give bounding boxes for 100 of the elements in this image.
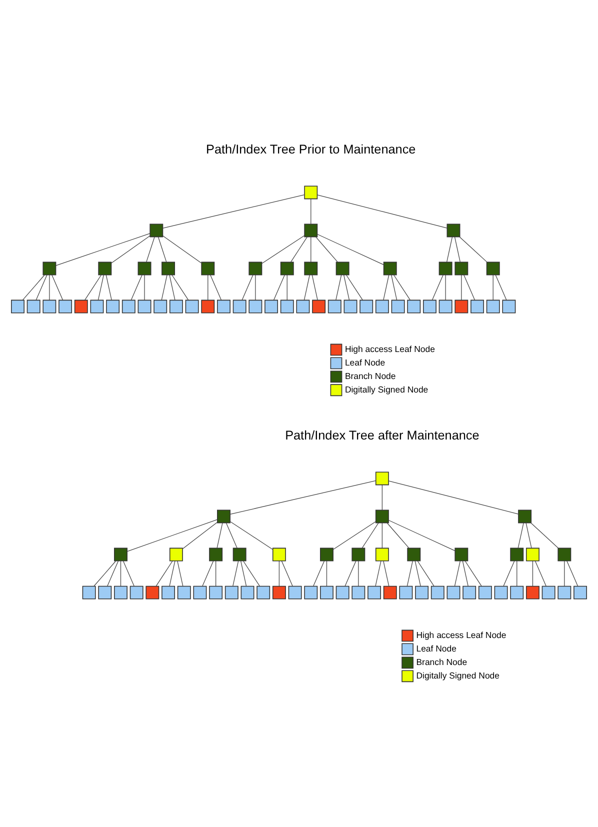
node-box	[232, 548, 246, 562]
connector	[383, 560, 390, 586]
node-box	[391, 300, 405, 314]
node-box	[486, 300, 500, 314]
node-box	[74, 300, 88, 314]
node-box	[462, 586, 476, 600]
node-box	[58, 300, 72, 314]
node-box	[280, 262, 294, 276]
connector	[161, 274, 168, 300]
connector	[49, 274, 50, 300]
legend-label: Leaf Node	[416, 643, 456, 654]
node-box	[106, 300, 120, 314]
connector	[158, 236, 167, 262]
connector	[106, 274, 112, 300]
node-box	[558, 586, 572, 600]
node-box	[193, 586, 207, 600]
node-box	[558, 548, 572, 562]
node-box	[518, 510, 532, 524]
node-box	[423, 300, 436, 314]
node-box	[150, 224, 164, 238]
connector	[454, 560, 460, 586]
connector	[52, 274, 64, 300]
connector	[461, 274, 462, 300]
connector	[281, 560, 293, 586]
legend-label: Branch Node	[344, 370, 396, 381]
connector	[36, 274, 48, 300]
connector	[210, 274, 222, 300]
node-box	[280, 300, 294, 314]
connector	[464, 274, 476, 300]
node-box	[304, 186, 318, 200]
node-box	[162, 586, 176, 600]
connector	[346, 274, 363, 300]
connector	[144, 274, 145, 300]
connector	[107, 560, 119, 586]
connector	[177, 560, 184, 586]
connector	[98, 274, 104, 300]
node-box	[272, 548, 286, 562]
node-box	[177, 586, 191, 600]
node-box	[312, 300, 326, 314]
node-box	[375, 472, 389, 486]
connector	[22, 274, 45, 300]
connector	[432, 274, 444, 300]
node-box	[446, 224, 460, 238]
connector	[459, 236, 488, 262]
connector	[518, 522, 524, 548]
connector	[566, 560, 578, 586]
connector	[120, 560, 122, 586]
connector	[312, 274, 318, 300]
connector	[262, 235, 305, 264]
connector	[242, 274, 254, 300]
node-box	[368, 586, 381, 600]
node-box	[272, 586, 286, 600]
connector	[516, 560, 518, 586]
node-box	[90, 300, 104, 314]
connector	[172, 274, 189, 300]
node-box	[98, 262, 112, 276]
connector	[162, 236, 202, 264]
connector	[273, 274, 285, 300]
connector	[454, 236, 460, 262]
node-box	[146, 586, 160, 600]
connector	[216, 522, 223, 548]
connector	[362, 522, 379, 548]
node-box	[224, 586, 238, 600]
connector	[169, 274, 176, 300]
node-box	[320, 586, 334, 600]
node-box	[264, 300, 278, 314]
node-box	[122, 300, 136, 314]
node-box	[336, 586, 350, 600]
node-box	[407, 300, 421, 314]
node-box	[352, 586, 366, 600]
connector	[383, 274, 390, 300]
node-box	[114, 586, 128, 600]
connector	[406, 560, 413, 586]
node-box	[201, 262, 215, 276]
legend-label: Digitally Signed Node	[416, 670, 500, 680]
node-box	[304, 224, 318, 238]
node-box	[510, 548, 524, 562]
node-box	[375, 548, 389, 562]
connector	[230, 521, 273, 550]
node-box	[240, 586, 254, 600]
connector	[94, 560, 116, 586]
connector	[391, 274, 398, 300]
node-box	[185, 300, 199, 314]
node-box	[169, 548, 183, 562]
connector	[388, 480, 519, 514]
connector	[290, 236, 308, 262]
node-box	[114, 548, 128, 562]
connector	[564, 560, 565, 586]
node-box	[296, 300, 310, 314]
node-box	[288, 586, 302, 600]
label: Path/Index Tree Prior to Maintenance	[206, 142, 416, 156]
legend-label: Branch Node	[416, 656, 468, 667]
node-box	[478, 586, 492, 600]
connector	[182, 522, 218, 550]
connector	[156, 560, 173, 586]
connector	[242, 560, 260, 586]
node-box	[383, 262, 397, 276]
node-box	[415, 586, 429, 600]
node-box	[375, 300, 389, 314]
node-box	[320, 548, 334, 562]
